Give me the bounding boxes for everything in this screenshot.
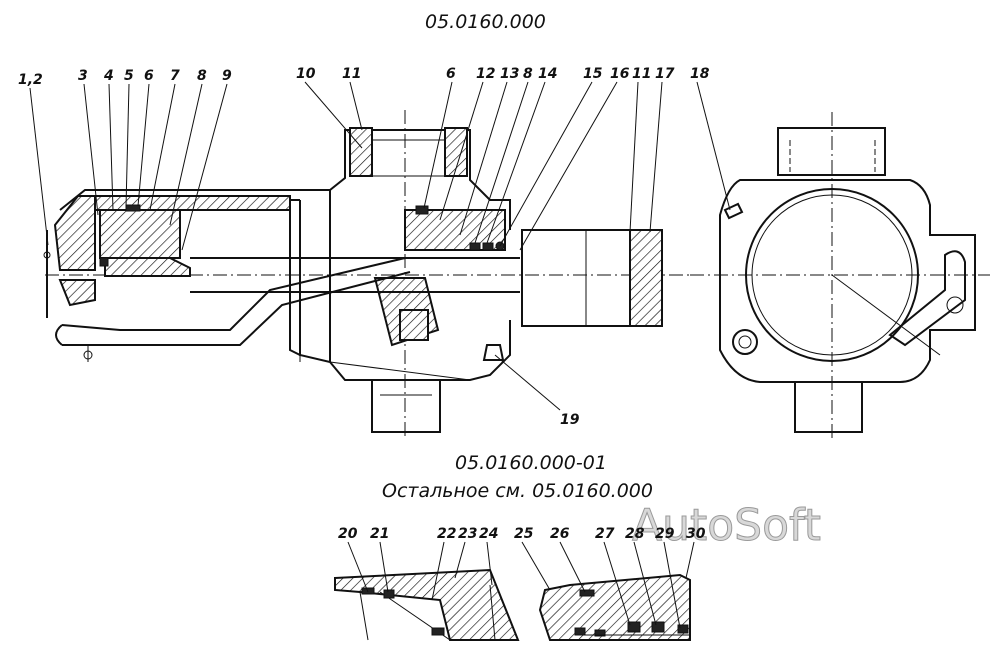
- callout-label: 20: [338, 526, 358, 542]
- side-view: [43, 110, 690, 440]
- callout-label: 8: [197, 68, 207, 84]
- callout-label: 16: [610, 66, 630, 82]
- callout-label: 8: [523, 66, 533, 82]
- callout-label: 5: [124, 68, 134, 84]
- callout-label: 11: [632, 66, 651, 82]
- callout-label: 25: [514, 526, 534, 542]
- callout-label: 1,2: [18, 72, 43, 88]
- callout-label: 22: [437, 526, 456, 542]
- callout-label: 12: [476, 66, 495, 82]
- detail-left: [334, 568, 520, 641]
- callout-label: 24: [479, 526, 498, 542]
- detail-right: [538, 573, 691, 641]
- callout-label: 23: [458, 526, 477, 542]
- callout-label: 28: [625, 526, 645, 542]
- callout-label: 27: [595, 526, 615, 542]
- callouts-bottom: 20 21 22 23 24 25 26 27 28 29 30: [338, 526, 706, 542]
- variant-title: 05.0160.000-01: [455, 452, 607, 474]
- callout-label: 17: [655, 66, 675, 82]
- callout-label: 4: [103, 68, 114, 84]
- callouts-top: 1,2 3 4 5 6 7 8 9 10 11 6 12 13 8 14 15 …: [18, 66, 710, 428]
- callout-label: 6: [446, 66, 456, 82]
- front-view: [690, 112, 990, 440]
- main-title: 05.0160.000: [425, 11, 546, 33]
- callout-label: 18: [690, 66, 710, 82]
- callout-label: 13: [500, 66, 519, 82]
- callout-label: 6: [144, 68, 154, 84]
- callout-label: 3: [78, 68, 88, 84]
- leaders-bottom: [347, 541, 695, 629]
- watermark: AutoSoft: [632, 500, 821, 551]
- callout-label: 29: [655, 526, 675, 542]
- callout-label: 21: [370, 526, 389, 542]
- variant-note: Остальное см. 05.0160.000: [382, 480, 653, 502]
- callout-label: 26: [550, 526, 570, 542]
- callout-label: 30: [686, 526, 706, 542]
- callout-label: 15: [583, 66, 603, 82]
- callout-label: 11: [342, 66, 361, 82]
- callout-label: 14: [538, 66, 557, 82]
- callout-label: 10: [296, 66, 316, 82]
- leaders-top: [29, 81, 731, 411]
- callout-label: 7: [170, 68, 180, 84]
- callout-label: 9: [222, 68, 232, 84]
- callout-label: 19: [560, 412, 580, 428]
